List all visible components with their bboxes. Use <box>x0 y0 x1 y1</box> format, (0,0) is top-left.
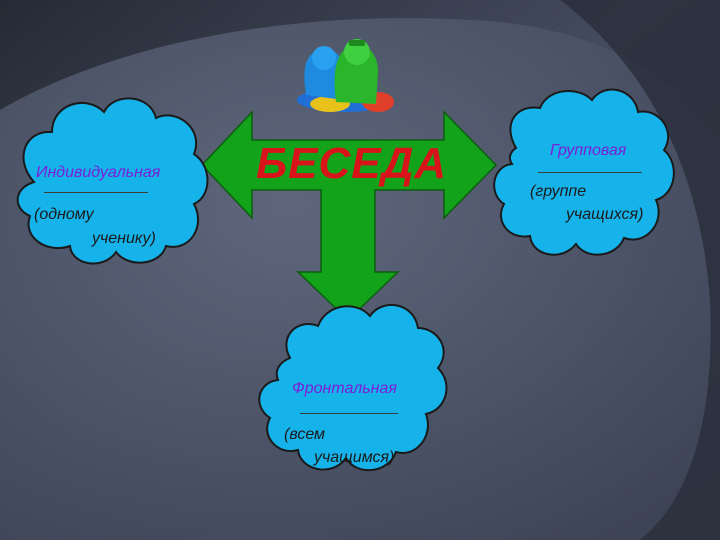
divider-frontal <box>300 413 398 414</box>
cloud-individual <box>16 97 209 265</box>
node-detail-group-line2: учащихся) <box>566 206 644 223</box>
node-detail-individual-line1: (одному <box>34 206 94 223</box>
divider-individual <box>44 192 148 193</box>
node-detail-frontal-line1: (всем <box>284 426 326 443</box>
node-type-frontal: Фронтальная <box>292 380 397 397</box>
arrow-shape <box>200 110 498 322</box>
people-group-icon <box>297 39 394 112</box>
divider-group <box>538 172 642 173</box>
node-type-individual: Индивидуальная <box>36 164 161 181</box>
cloud-frontal <box>258 304 448 472</box>
node-type-group: Групповая <box>550 142 627 159</box>
node-detail-group-line1: (группе <box>530 183 587 200</box>
node-detail-individual-line2: ученику) <box>92 230 156 247</box>
diagram-title: БЕСЕДА <box>256 139 448 188</box>
node-detail-frontal-line2: учащимся) <box>314 449 395 466</box>
